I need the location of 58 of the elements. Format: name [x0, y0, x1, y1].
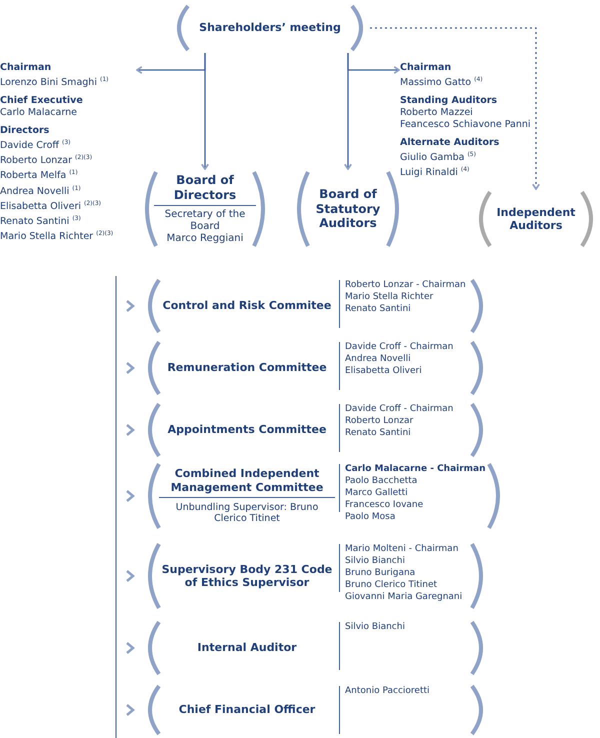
member-name: Marco Galletti: [345, 487, 409, 499]
person-name: Feancesco Schiavone Panni: [400, 119, 530, 132]
committee-title: Internal Auditor: [197, 641, 297, 655]
role-heading: Chairman: [400, 62, 452, 74]
person-name: Roberto Mazzei: [400, 107, 474, 120]
person-name: Andrea Novelli $^{(1)}$: [0, 184, 82, 198]
member-name: Roberto Lonzar: [345, 415, 414, 427]
member-name: Silvio Bianchi: [345, 555, 406, 567]
committee-title: Control and Risk Commitee: [162, 299, 332, 313]
committee-title: Combined Independent Management Committee: [159, 467, 335, 498]
person-name: Mario Stella Richter $^{(2)(3)}$: [0, 229, 114, 244]
member-name: Silvio Bianchi: [345, 621, 405, 633]
person-name: Renato Santini $^{(3)}$: [0, 214, 82, 228]
person-name: Elisabetta Oliveri $^{(2)(3)}$: [0, 198, 102, 213]
member-name: Bruno Burigana: [345, 567, 416, 579]
person-name: Roberta Melfa $^{(1)}$: [0, 168, 79, 183]
person-name: Davide Croff $^{(3)}$: [0, 138, 72, 152]
member-name: Mario Molteni - Chairman: [345, 543, 460, 555]
member-name: Bruno Clerico Titinet: [345, 579, 438, 591]
member-name: Elisabetta Oliveri: [345, 365, 423, 377]
node-title: Board of Directors: [154, 173, 256, 206]
person-name: Luigi Rinaldi $^{(4)}$: [400, 165, 470, 180]
person-name: Giulio Gamba $^{(5)}$: [400, 150, 477, 164]
node-text: Secretary of the Board: [164, 208, 246, 233]
role-heading: Chief Executive: [0, 95, 84, 108]
person-name: Lorenzo Bini Smaghi $^{(1)}$: [0, 75, 110, 90]
member-name: Giovanni Maria Garegnani: [345, 591, 462, 603]
role-heading: Alternate Auditors: [400, 137, 500, 150]
node-title: Shareholders’ meeting: [199, 21, 341, 35]
member-name: Paolo Bacchetta: [345, 475, 418, 487]
role-heading: Chairman: [0, 62, 52, 74]
committee-title: Appointments Committee: [168, 423, 326, 437]
committee-title: Supervisory Body 231 Code of Ethics Supervisor: [160, 562, 334, 590]
member-name: Carlo Malacarne - Chairman: [345, 463, 486, 475]
member-name: Mario Stella Richter: [345, 291, 434, 303]
member-name: Antonio Paccioretti: [345, 685, 430, 697]
person-name: Roberto Lonzar $^{(2)(3)}$: [0, 153, 94, 168]
node-text: Unbundling Supervisor: Bruno Clerico Titinet: [174, 502, 320, 525]
node-text: Marco Reggiani: [166, 232, 244, 245]
member-name: Renato Santini: [345, 427, 412, 439]
node-title: Board of Statutory Auditors: [314, 187, 382, 231]
member-name: Paolo Mosa: [345, 511, 396, 523]
person-name: Carlo Malacarne: [0, 107, 78, 120]
member-name: Roberto Lonzar - Chairman: [345, 279, 466, 291]
member-name: Davide Croff - Chairman: [345, 341, 454, 353]
person-name: Massimo Gatto $^{(4)}$: [400, 75, 484, 90]
member-name: Renato Santini: [345, 303, 412, 315]
arrow: [370, 27, 540, 190]
member-name: Francesco Iovane: [345, 499, 424, 511]
arrow: [136, 53, 206, 74]
committee-title: Chief Financial Officer: [178, 703, 316, 717]
committee-title: Remuneration Committee: [167, 361, 327, 375]
arrow: [347, 53, 400, 74]
member-name: Andrea Novelli: [345, 353, 412, 365]
role-heading: Directors: [0, 125, 50, 138]
node-title: Independent Auditors: [496, 206, 576, 232]
role-heading: Standing Auditors: [400, 95, 498, 108]
member-name: Davide Croff - Chairman: [345, 403, 454, 415]
